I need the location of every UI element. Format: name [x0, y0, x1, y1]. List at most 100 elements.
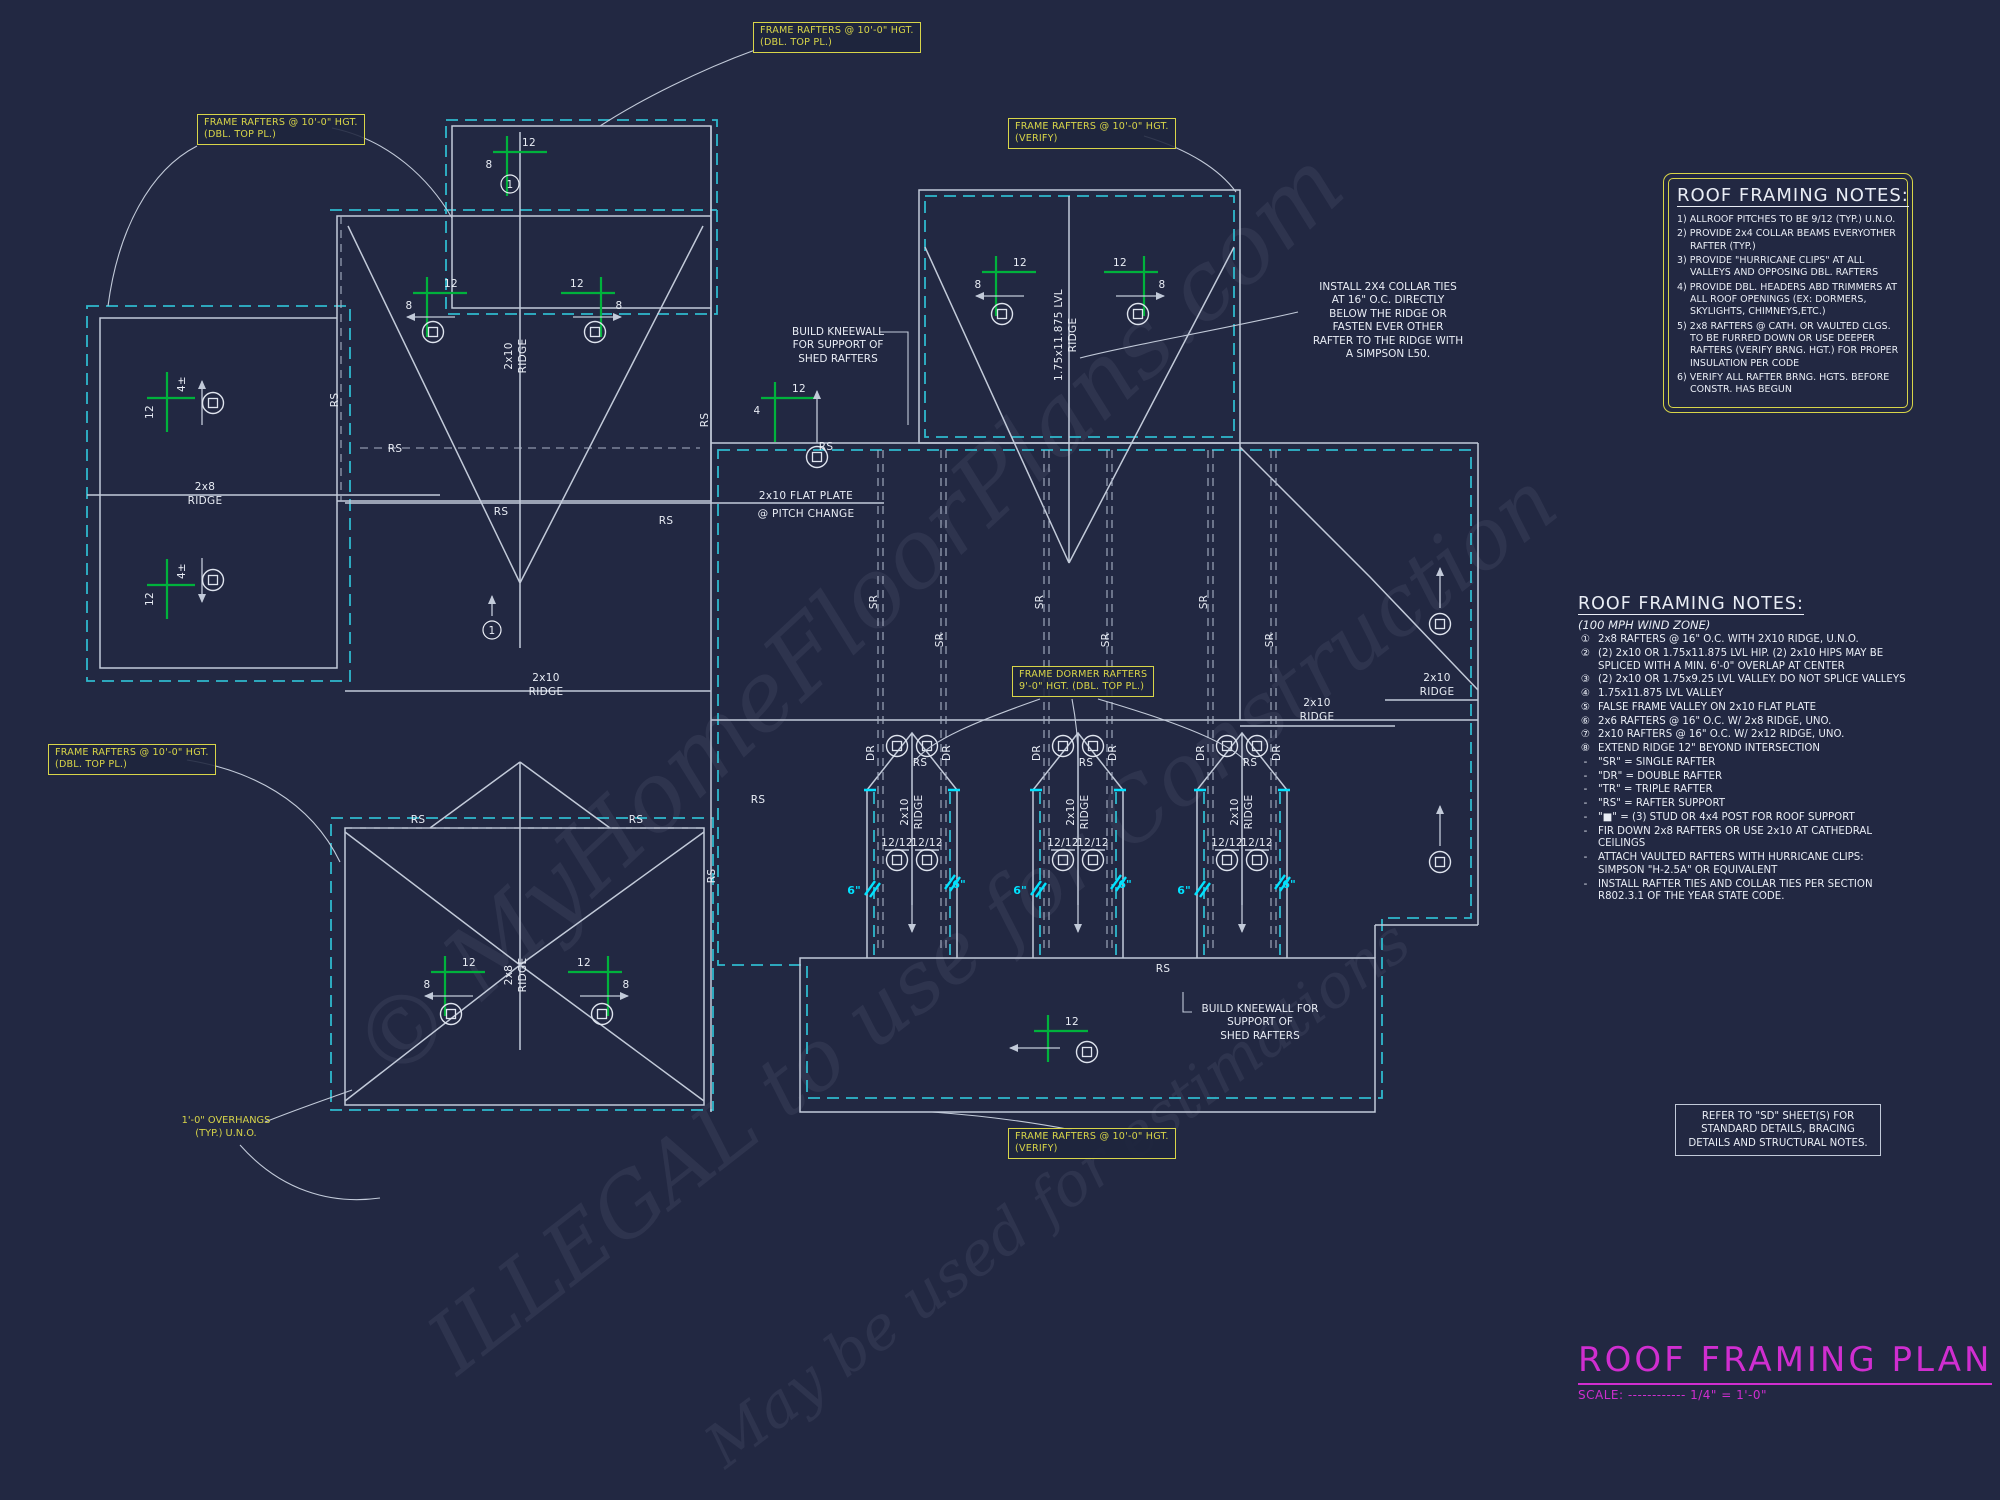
pitch-label: 12/12 — [911, 837, 943, 849]
dim-6in-label: 6" — [847, 884, 860, 897]
roof-framing-notes-box: ROOF FRAMING NOTES: 1) ALLROOF PITCHES T… — [1663, 173, 1913, 413]
rafter-centerlines — [340, 216, 1277, 952]
dr-label: DR — [865, 745, 877, 761]
pitch-label: 12 — [1013, 257, 1027, 269]
pitch-label: 12/12 — [1241, 837, 1273, 849]
pitch-label: 12/12 — [1077, 837, 1109, 849]
callout-line: (DBL. TOP PL.) — [760, 37, 833, 49]
framing-note-marker: ⑤ — [1580, 701, 1591, 713]
rs-label: RS — [329, 393, 341, 408]
framing-notes-items: ① 2x8 RAFTERS @ 16" O.C. WITH 2X10 RIDGE… — [1578, 634, 1908, 904]
callout-line: FRAME RAFTERS @ 10'-0" HGT. — [1015, 1131, 1169, 1142]
sr-label: SR — [868, 595, 880, 610]
plan-labels: 2x8 RIDGE 2x10 RIDGE 2x10 RIDGE 1.75x11.… — [144, 137, 1454, 1028]
framing-note-text: "SR" = SINGLE RAFTER — [1598, 756, 1716, 768]
rs-label: RS — [819, 441, 834, 453]
dr-label: DR — [1031, 745, 1043, 761]
dim-6in-label: 6" — [1118, 878, 1131, 891]
pitch-label: 12 — [792, 383, 806, 395]
notes-box-title: ROOF FRAMING NOTES: — [1677, 185, 1909, 207]
note-ref-1: 1 — [489, 625, 496, 637]
watermark-line3: May be used for estimations — [692, 906, 1424, 1482]
rs-label: RS — [1156, 963, 1171, 975]
callout-frame-rafters-dbl-left: FRAME RAFTERS @ 10'-0" HGT. (DBL. TOP PL… — [48, 744, 216, 775]
sd-note-line: DETAILS AND STRUCTURAL NOTES. — [1688, 1137, 1868, 1149]
collar-ties-note-line: A SIMPSON L50. — [1345, 348, 1431, 361]
framing-note-text: FIR DOWN 2x8 RAFTERS OR USE 2x10 AT CATH… — [1598, 825, 1873, 850]
notes-box-item: 1) ALLROOF PITCHES TO BE 9/12 (TYP.) U.N… — [1677, 214, 1896, 225]
framing-note-text: 1.75x11.875 LVL VALLEY — [1598, 688, 1724, 699]
framing-note-marker: ② — [1580, 647, 1591, 659]
rs-label: RS — [913, 757, 928, 769]
callout-line: 9'-0" HGT. (DBL. TOP PL.) — [1019, 681, 1145, 693]
note-ref-1: 1 — [507, 179, 514, 191]
kneewall-note-line: SHED RAFTERS — [1220, 1029, 1300, 1042]
pitch-label: 8 — [975, 279, 982, 291]
callout-line: (DBL. TOP PL.) — [55, 759, 128, 771]
framing-note-item: ① 2x8 RAFTERS @ 16" O.C. WITH 2X10 RIDGE… — [1578, 634, 1908, 647]
overhangs-note-line: 1'-0" OVERHANGS — [181, 1115, 271, 1126]
pitch-label: 12 — [1113, 257, 1127, 269]
ridge-label: 2x10 — [1229, 798, 1241, 825]
sr-label: SR — [1034, 595, 1046, 610]
framing-note-marker: ⑧ — [1580, 743, 1591, 754]
callout-line: FRAME RAFTERS @ 10'-0" HGT. — [204, 117, 358, 128]
rs-label: RS — [411, 814, 426, 826]
framing-note-text: (2) 2x10 OR 1.75x9.25 LVL VALLEY. DO NOT… — [1598, 674, 1906, 686]
pitch-label: 12 — [462, 957, 476, 969]
pitch-label: 12 — [144, 405, 156, 419]
rs-label: RS — [699, 413, 711, 428]
kneewall-note-line: FOR SUPPORT OF — [792, 339, 884, 352]
framing-note-text: "RS" = RAFTER SUPPORT — [1598, 798, 1726, 809]
framing-note-item: - "RS" = RAFTER SUPPORT — [1578, 798, 1908, 811]
overhangs-note-line: (TYP.) U.N.O. — [195, 1127, 257, 1139]
pitch-label: 12 — [144, 592, 156, 606]
ridge-label: 2x10 — [1065, 798, 1077, 825]
collar-ties-note-line: RAFTER TO THE RIDGE WITH — [1312, 334, 1464, 347]
pitch-markers — [147, 136, 1158, 1062]
pitch-label: 12 — [522, 137, 536, 149]
ridge-label: 2x10 — [899, 798, 911, 825]
sr-label: SR — [1100, 633, 1112, 648]
wall-dashed-lines — [86, 119, 1472, 1111]
callout-frame-rafters-dbl-top-center: FRAME RAFTERS @ 10'-0" HGT. (DBL. TOP PL… — [753, 22, 921, 53]
framing-note-text: 2x8 RAFTERS @ 16" O.C. WITH 2X10 RIDGE, … — [1598, 634, 1859, 645]
kneewall-note-line: BUILD KNEEWALL FOR — [1201, 1003, 1319, 1015]
framing-notes-title: ROOF FRAMING NOTES: — [1578, 594, 1804, 615]
collar-ties-note-line: FASTEN EVER OTHER — [1332, 321, 1444, 334]
framing-note-marker: - — [1583, 878, 1588, 890]
notes-box-inner: ROOF FRAMING NOTES: 1) ALLROOF PITCHES T… — [1668, 178, 1909, 408]
pitch-label: 12/12 — [881, 837, 913, 849]
collar-ties-note-line: INSTALL 2X4 COLLAR TIES — [1319, 281, 1457, 293]
notes-box-item: 6) VERIFY ALL RAFTER BRNG. HGTS. BEFORE … — [1677, 372, 1890, 396]
roof-outlines — [87, 125, 1479, 1113]
framing-note-marker: ③ — [1580, 674, 1591, 686]
framing-note-text: FALSE FRAME VALLEY ON 2x10 FLAT PLATE — [1598, 701, 1817, 713]
pitch-label: 8 — [486, 159, 493, 171]
ridge-label: RIDGE — [517, 339, 529, 374]
rs-label: RS — [629, 814, 644, 826]
framing-note-marker: - — [1583, 784, 1588, 796]
title-block: ROOF FRAMING PLAN SCALE: ------------ 1/… — [1578, 1340, 1993, 1402]
dim-6in-label: 6" — [1013, 884, 1026, 897]
framing-note-item: ③ (2) 2x10 OR 1.75x9.25 LVL VALLEY. DO N… — [1578, 674, 1908, 687]
notes-box-item: 2) PROVIDE 2x4 COLLAR BEAMS EVERYOTHER R… — [1677, 228, 1896, 252]
framing-note-item: - INSTALL RAFTER TIES AND COLLAR TIES PE… — [1578, 879, 1908, 905]
sr-label: SR — [1198, 595, 1210, 610]
collar-ties-note-line: BELOW THE RIDGE OR — [1329, 307, 1447, 320]
sr-label: SR — [934, 633, 946, 648]
pitch-label: 12 — [444, 278, 458, 290]
ridge-label: 2x10 — [1423, 672, 1450, 684]
framing-note-marker: - — [1583, 852, 1588, 863]
sr-label: SR — [1264, 633, 1276, 648]
callout-line: FRAME DORMER RAFTERS — [1019, 669, 1148, 680]
framing-note-marker: - — [1583, 825, 1588, 837]
notes-box-item: 4) PROVIDE DBL. HEADERS ABD TRIMMERS AT … — [1677, 281, 1897, 318]
kneewall-note-line: SHED RAFTERS — [798, 352, 878, 365]
ridge-label: RIDGE — [913, 795, 925, 830]
ridge-label: RIDGE — [1300, 711, 1335, 723]
